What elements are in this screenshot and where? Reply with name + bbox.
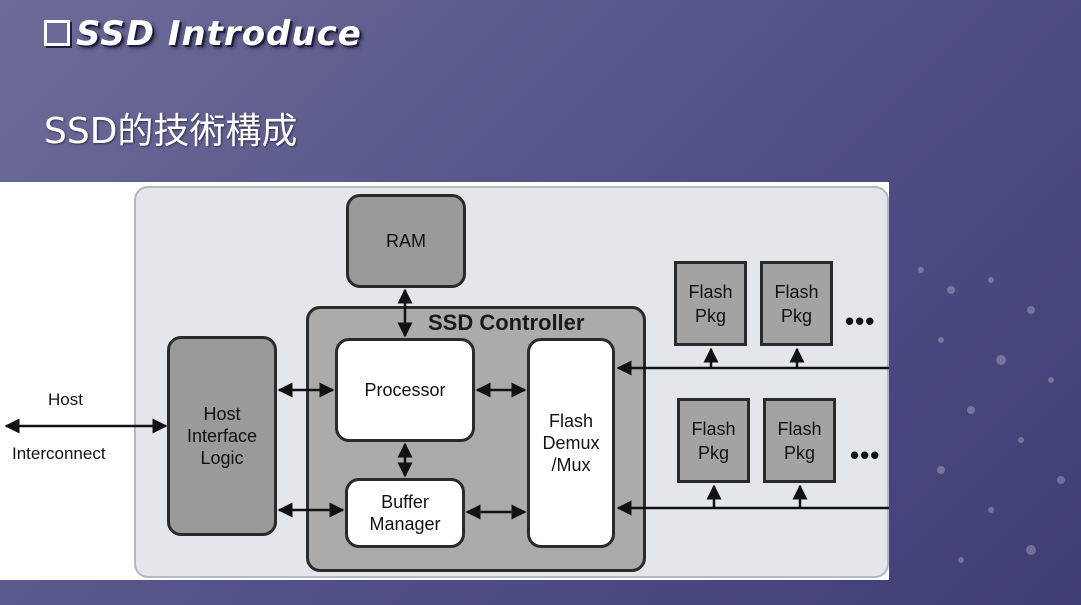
- host-interface-logic-block: Host Interface Logic: [167, 336, 277, 536]
- flash-demux-line-2: Demux: [542, 433, 600, 453]
- flash-pkg-label-line-1: Flash: [691, 418, 736, 439]
- host-interface-line-1: Host: [203, 404, 241, 424]
- ram-label: RAM: [386, 231, 426, 251]
- host-label: Host: [48, 390, 83, 409]
- buffer-manager-line-1: Buffer: [381, 492, 429, 512]
- slide-title: SSD Introduce: [44, 14, 362, 54]
- buffer-manager-block: Buffer Manager: [345, 478, 465, 548]
- connection-arrows: [4, 288, 889, 520]
- checkbox-bullet-icon: [44, 19, 70, 46]
- decorative-dots-icon: [918, 267, 1065, 563]
- slide-subtitle: SSD的技術構成: [44, 111, 298, 152]
- buffer-manager-line-2: Manager: [369, 514, 441, 534]
- flash-pkg-label-line-2: Pkg: [694, 305, 726, 326]
- processor-block: Processor: [335, 338, 475, 442]
- flash-demux-line-1: Flash: [548, 411, 593, 431]
- ssd-architecture-diagram: Host Interconnect Host Interface Logic R…: [0, 182, 889, 580]
- host-interface-line-3: Logic: [200, 448, 244, 468]
- interconnect-label: Interconnect: [12, 444, 106, 463]
- more-pkgs-ellipsis-bottom: •••: [850, 440, 881, 470]
- ssd-controller-label: SSD Controller: [428, 310, 585, 335]
- host-interface-line-2: Interface: [186, 426, 258, 446]
- slide-title-text: SSD Introduce: [76, 14, 362, 54]
- flash-pkg-label-line-2: Pkg: [697, 442, 729, 463]
- flash-pkg-label-line-2: Pkg: [780, 305, 812, 326]
- flash-pkg-label-line-1: Flash: [777, 418, 822, 439]
- flash-pkg-label-line-2: Pkg: [783, 442, 815, 463]
- more-pkgs-ellipsis-top: •••: [845, 306, 876, 336]
- flash-demux-line-3: /Mux: [551, 455, 591, 475]
- flash-pkg-label-line-1: Flash: [688, 281, 733, 302]
- processor-label: Processor: [364, 380, 446, 400]
- ram-block: RAM: [346, 194, 466, 288]
- flash-pkg-label-line-1: Flash: [774, 281, 819, 302]
- flash-demux-block: Flash Demux /Mux: [527, 338, 615, 548]
